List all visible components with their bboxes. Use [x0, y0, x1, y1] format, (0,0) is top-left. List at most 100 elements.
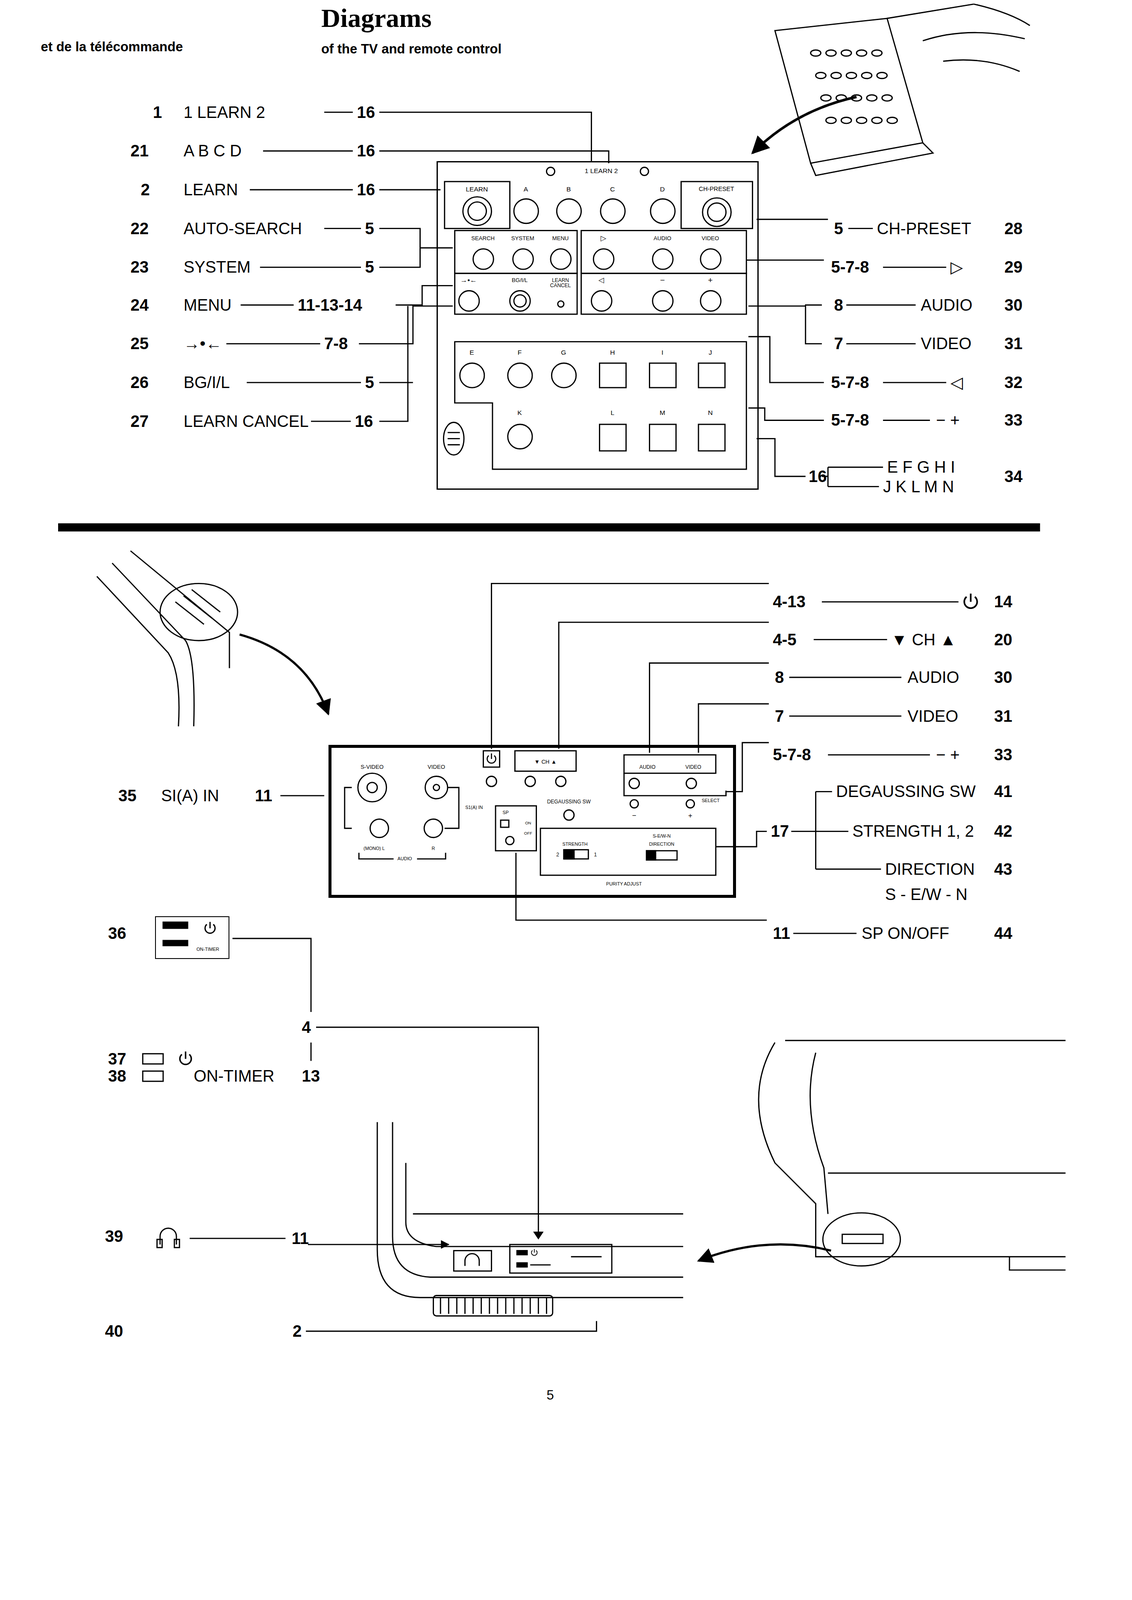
control-label: S-VIDEO [360, 763, 384, 770]
control-label: BG/I/L [511, 277, 528, 284]
remote-buttons-stroke [698, 424, 725, 451]
leader-lines-stroke [263, 150, 353, 152]
control-label: VIDEO [701, 235, 720, 242]
callout-number: 31 [1004, 334, 1023, 352]
front-indicators-stroke [163, 921, 188, 928]
remote-buttons-stroke [443, 422, 464, 455]
leader-lines-stroke [240, 304, 294, 306]
separator-bar [58, 523, 1041, 532]
tv-corner-illustration-stroke [160, 583, 238, 641]
leader-lines-stroke [379, 189, 441, 191]
control-label: A [523, 185, 528, 193]
side-panel-details-stroke [514, 750, 576, 772]
part-label: AUTO-SEARCH [183, 219, 303, 238]
leader-lines-stroke [379, 305, 414, 422]
callout-number: 31 [994, 707, 1012, 725]
side-panel-details-stroke [624, 754, 716, 773]
control-label: S1(A) IN [465, 805, 483, 810]
callout-number: 28 [1004, 219, 1023, 238]
control-label: ON [524, 820, 531, 825]
callout-number: 33 [994, 745, 1012, 763]
leader-lines-stroke [246, 381, 361, 384]
key-grid-stroke [856, 117, 867, 124]
tv-leader-lines-stroke [964, 593, 977, 608]
callout-number: 23 [130, 258, 149, 276]
knob-knurling-stroke [439, 1296, 442, 1314]
part-label: VIDEO [907, 707, 959, 725]
front-indicators-stroke [232, 938, 311, 1012]
leader-lines-stroke [846, 343, 916, 345]
knob-knurling-stroke [521, 1296, 523, 1314]
tv-side-illustration-stroke [822, 1212, 901, 1266]
remote-buttons-stroke [700, 248, 722, 270]
front-indicators-stroke [174, 1238, 180, 1247]
control-label: J [708, 348, 713, 356]
control-label: LEARN CANCEL [548, 277, 573, 289]
callout-number: 5 [365, 258, 375, 276]
callout-number: 26 [130, 373, 149, 391]
subtitle: et de la télécommande [40, 40, 183, 55]
control-label: STRENGTH [562, 841, 588, 847]
leader-lines-stroke [379, 228, 453, 268]
leader-lines-stroke [310, 420, 351, 422]
control-label: L [610, 409, 615, 417]
remote-buttons-stroke [551, 363, 576, 388]
remote-buttons-stroke [707, 202, 727, 222]
callout-number: 35 [118, 786, 137, 804]
knob-knurling-stroke [456, 1296, 458, 1314]
tv-leader-lines-stroke [516, 852, 767, 921]
illustration-stroke [58, 4, 1066, 1331]
callout-number: 16 [356, 103, 375, 121]
key-grid-stroke [866, 94, 877, 101]
tv-front-illustration-stroke [516, 1262, 528, 1267]
control-label: SP [502, 810, 509, 816]
tv-corner-illustration-stroke [112, 563, 195, 727]
callout-number: 27 [130, 412, 149, 430]
key-grid-stroke [841, 117, 852, 124]
control-label: D [659, 185, 665, 193]
key-grid-stroke [821, 94, 832, 101]
tv-front-illustration-stroke [510, 1243, 613, 1273]
side-panel-details-stroke [357, 772, 387, 802]
callout-number: 16 [356, 142, 375, 160]
part-label: A B C D [183, 142, 242, 160]
part-label: SI(A) IN [161, 786, 220, 804]
part-label: BG/I/L [183, 373, 230, 391]
control-label: DIRECTION [648, 841, 675, 847]
key-grid-stroke [876, 72, 888, 79]
callout-number: 14 [994, 592, 1012, 610]
side-panel-details-stroke [344, 787, 352, 828]
callout-number: 5 [834, 219, 844, 238]
control-label: − [632, 812, 637, 820]
tv-front-illustration-stroke [531, 1248, 537, 1256]
tv-side-illustration-stroke [810, 1052, 829, 1214]
key-grid-stroke [882, 94, 893, 101]
tv-front-illustration-stroke [377, 1121, 684, 1298]
page-title: Diagrams [321, 4, 432, 33]
tv-side-illustration-stroke [827, 1172, 1066, 1174]
side-panel-details-stroke [686, 777, 697, 789]
side-panel-details-stroke [486, 776, 497, 787]
remote-buttons [443, 167, 753, 470]
side-panel-details-stroke [563, 849, 575, 859]
leader-lines-stroke [260, 266, 361, 268]
control-label: VIDEO [685, 764, 701, 770]
key-grid-stroke [846, 72, 857, 79]
callout-number: 41 [994, 782, 1012, 800]
callout-number: 25 [130, 334, 149, 352]
tv-side-illustration-stroke [758, 1042, 1066, 1257]
control-label: + [707, 275, 713, 285]
callout-number: 7 [774, 707, 784, 725]
key-grid-stroke [810, 49, 822, 56]
callout-number: 8 [774, 668, 784, 686]
callout-number: 16 [808, 467, 827, 485]
remote-illustration [752, 4, 1030, 176]
remote-buttons-stroke [556, 198, 581, 223]
callout-number: 7 [834, 334, 844, 352]
tv-side-illustration-stroke [1009, 1256, 1066, 1270]
knob-knurling-stroke [448, 1296, 450, 1314]
key-grid-stroke [856, 49, 867, 56]
remote-buttons-stroke [581, 230, 747, 273]
key-grid-stroke [830, 72, 842, 79]
leader-lines-stroke [848, 227, 873, 229]
